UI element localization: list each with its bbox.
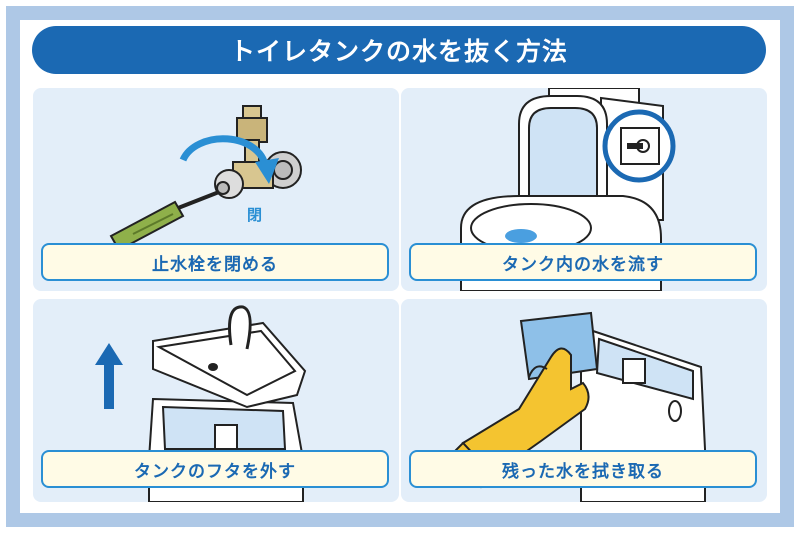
step-panel-3: タンクのフタを外す xyxy=(33,299,399,502)
step-panel-2: タンク内の水を流す xyxy=(401,88,767,291)
screwdriver-icon xyxy=(109,190,220,252)
step-panel-4: 残った水を拭き取る xyxy=(401,299,767,502)
rotate-arrow-icon xyxy=(179,135,279,184)
page-title: トイレタンクの水を抜く方法 xyxy=(32,26,766,74)
step-panel-1: 閉 止水栓を閉める xyxy=(33,88,399,291)
step-4-caption: 残った水を拭き取る xyxy=(409,450,757,488)
faucet-valve-icon xyxy=(214,105,302,199)
stop-valve-illustration xyxy=(109,105,302,252)
up-arrow-icon xyxy=(95,343,123,409)
close-note: 閉 xyxy=(247,206,263,224)
step-1-caption: 止水栓を閉める xyxy=(41,243,389,281)
sponge-icon xyxy=(519,311,599,381)
step-2-caption: タンク内の水を流す xyxy=(409,243,757,281)
step-3-caption: タンクのフタを外す xyxy=(41,450,389,488)
tank-lid-icon xyxy=(152,305,307,409)
flush-lever-icon xyxy=(602,109,676,183)
